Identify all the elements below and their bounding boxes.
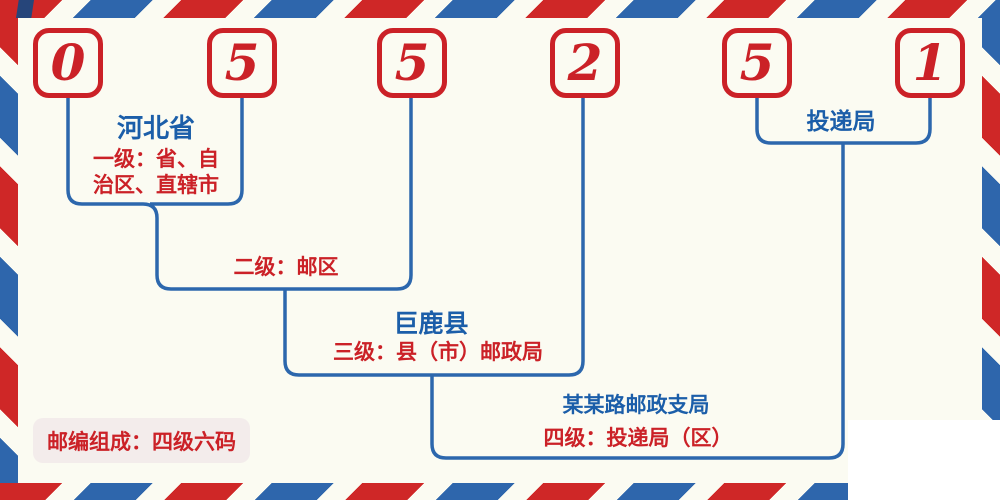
- level3-description: 三级：县（市）邮政局: [333, 340, 543, 364]
- airmail-border-right: [982, 0, 1000, 500]
- level1-description: 一级：省、自 治区、直辖市: [93, 146, 219, 199]
- border-corner-miter: [16, 0, 34, 18]
- airmail-border-top: [0, 0, 1000, 18]
- bottom-right-white-area: [848, 420, 1000, 500]
- level3-county-name: 巨鹿县: [393, 309, 469, 338]
- airmail-border-left: [0, 0, 18, 500]
- level4-branch-name: 某某路邮政支局: [562, 393, 710, 417]
- digit-box-4: 2: [550, 28, 620, 98]
- digit-box-1: 0: [33, 28, 103, 98]
- composition-badge-text: 邮编组成：四级六码: [47, 429, 236, 454]
- digit-3: 5: [394, 33, 430, 92]
- level1-description-line2: 治区、直辖市: [93, 173, 219, 198]
- level1-description-line1: 一级：省、自: [93, 147, 219, 171]
- level1-province-name: 河北省: [116, 114, 196, 144]
- digit-box-3: 5: [377, 28, 447, 98]
- composition-badge: 邮编组成：四级六码: [33, 418, 250, 463]
- digit-box-2: 5: [207, 28, 277, 98]
- delivery-office-name: 投递局: [806, 109, 876, 135]
- digit-4: 2: [567, 33, 603, 92]
- digit-2: 5: [224, 33, 260, 92]
- digit-5: 5: [739, 33, 775, 92]
- level2-description: 二级：邮区: [233, 255, 339, 279]
- digit-6: 1: [912, 33, 948, 92]
- level4-description: 四级：投递局（区）: [543, 426, 733, 450]
- digit-box-6: 1: [895, 28, 965, 98]
- digit-1: 0: [50, 33, 86, 92]
- airmail-border-bottom: [0, 483, 1000, 500]
- digit-box-5: 5: [722, 28, 792, 98]
